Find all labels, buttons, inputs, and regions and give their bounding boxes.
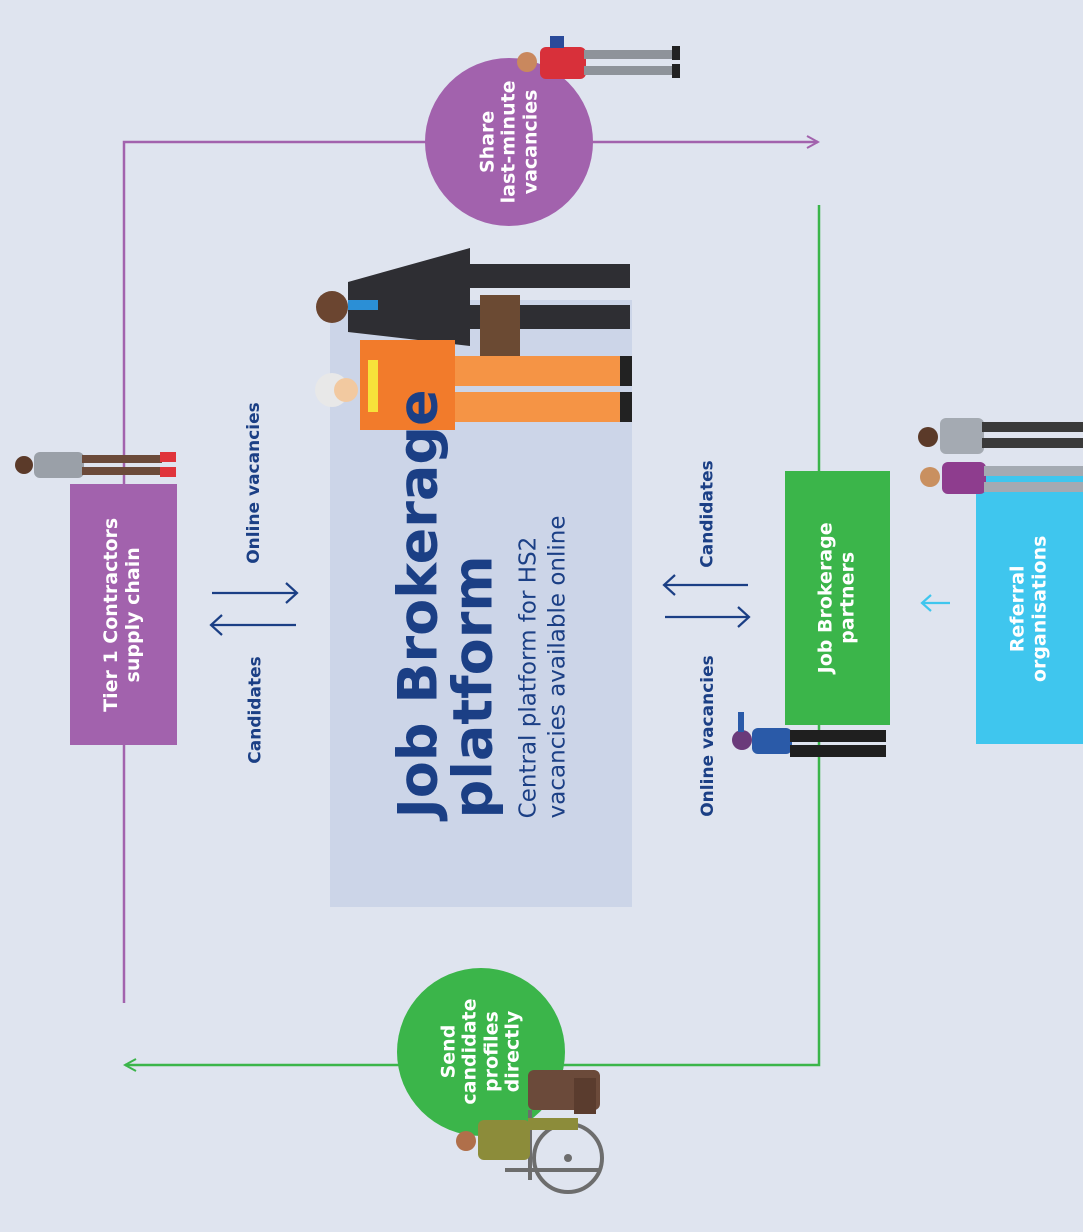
top-online-vacancies-label: Online vacancies	[244, 402, 264, 564]
partners-person-icon	[732, 712, 886, 757]
share-label-line3: vacancies	[518, 89, 541, 195]
platform-title-line2: platform	[441, 555, 505, 818]
tier1-label: Tier 1 Contractors supply chain	[100, 517, 146, 712]
referral-people-icon	[918, 418, 1083, 494]
bottom-candidates-label-area: Candidates	[690, 448, 726, 580]
platform-text-block: Job Brokerage platform Central platform …	[386, 389, 572, 818]
platform-subtitle-line1: Central platform for HS2	[515, 536, 542, 818]
top-candidates-label: Candidates	[246, 656, 266, 764]
tier1-person-icon	[15, 452, 176, 478]
send-label-line1: Send	[437, 1025, 460, 1079]
tier1-label-area: Tier 1 Contractors supply chain	[70, 484, 177, 745]
suited-man-icon	[316, 248, 630, 357]
bottom-online-vacancies-label: Online vacancies	[698, 655, 718, 817]
send-label-line4: directly	[501, 1011, 524, 1093]
referral-label-line1: Referral	[1006, 565, 1029, 653]
send-label-line3: profiles	[480, 1011, 502, 1093]
tier1-label-line2: supply chain	[122, 546, 145, 683]
partners-label: Job Brokerage partners	[814, 522, 860, 674]
bottom-candidates-label: Candidates	[698, 460, 718, 568]
platform-title: Job Brokerage platform	[386, 389, 505, 818]
wheelchair-user-icon	[456, 1070, 604, 1194]
partners-box	[785, 471, 890, 725]
top-candidates-label-area: Candidates	[238, 640, 274, 780]
send-label-area: Send candidate profiles directly	[397, 968, 565, 1136]
send-label-line2: candidate	[458, 998, 481, 1106]
tier1-box	[70, 484, 177, 745]
send-label: Send candidate profiles directly	[437, 998, 524, 1106]
tier1-label-line1: Tier 1 Contractors	[100, 517, 123, 712]
top-exchange-arrows	[209, 582, 299, 636]
partners-label-line1: Job Brokerage	[814, 522, 837, 674]
share-person-icon	[517, 36, 680, 79]
referral-label-line2: organisations	[1028, 535, 1051, 683]
referral-arrow-icon	[920, 594, 950, 612]
share-label: Share last-minute vacancies	[476, 80, 541, 204]
partners-label-area: Job Brokerage partners	[785, 471, 890, 725]
bottom-online-vacancies-label-area: Online vacancies	[690, 640, 726, 832]
bottom-exchange-arrows	[662, 574, 751, 628]
platform-title-area: Job Brokerage platform Central platform …	[330, 300, 632, 907]
top-online-vacancies-label-area: Online vacancies	[236, 388, 272, 578]
platform-subtitle-line2: vacancies available online	[544, 515, 571, 818]
send-circle	[397, 968, 565, 1136]
platform-title-line1: Job Brokerage	[386, 389, 450, 818]
referral-label-area: Referral organisations	[976, 474, 1083, 744]
platform-subtitle: Central platform for HS2 vacancies avail…	[514, 515, 572, 818]
construction-worker-icon	[315, 340, 632, 430]
share-label-line2: last-minute	[497, 80, 520, 204]
share-label-area: Share last-minute vacancies	[425, 58, 593, 226]
partners-label-line2: partners	[836, 552, 859, 644]
share-label-line1: Share	[476, 110, 499, 174]
referral-box	[976, 474, 1083, 744]
share-circle	[425, 58, 593, 226]
referral-label: Referral organisations	[1006, 535, 1052, 683]
